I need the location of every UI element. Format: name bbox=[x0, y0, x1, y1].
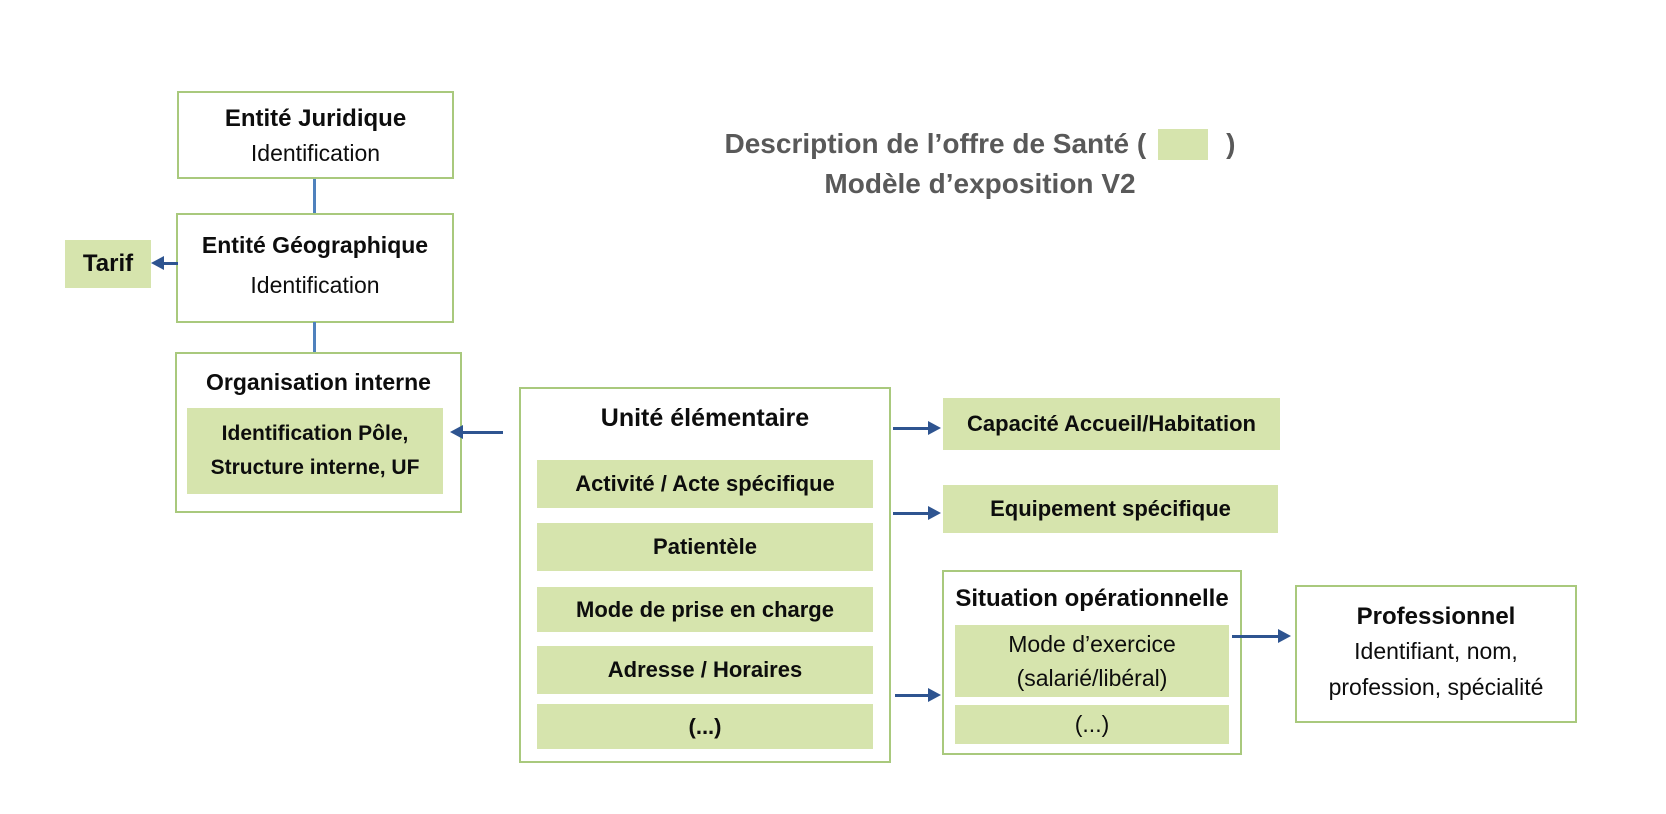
arrow-unite-to-equipement bbox=[893, 506, 941, 520]
box-equipement: Equipement spécifique bbox=[943, 485, 1278, 533]
box-professionnel: Professionnel Identifiant, nom, professi… bbox=[1295, 585, 1577, 723]
unite-item-patientele: Patientèle bbox=[537, 523, 873, 571]
box-professionnel-title: Professionnel bbox=[1356, 603, 1516, 630]
legend-green-swatch bbox=[1158, 128, 1209, 160]
arrow-unite-to-organisation bbox=[450, 425, 503, 439]
diagram-title-text-after: ) bbox=[1226, 128, 1236, 159]
box-entite-geographique-subtitle: Identification bbox=[250, 272, 380, 298]
unite-item-mode-prise-en-charge: Mode de prise en charge bbox=[537, 587, 873, 632]
box-tarif-label: Tarif bbox=[82, 250, 134, 277]
box-organisation-interne-item: Identification Pôle, Structure interne, … bbox=[187, 408, 443, 494]
arrow-unite-to-situation bbox=[895, 688, 941, 702]
box-unite-elementaire-title: Unité élémentaire bbox=[600, 404, 810, 432]
connector-juridique-geographique bbox=[313, 179, 316, 214]
unite-item-activite: Activité / Acte spécifique bbox=[537, 460, 873, 508]
box-entite-geographique: Entité Géographique Identification bbox=[176, 213, 454, 323]
unite-item-adresse-horaires: Adresse / Horaires bbox=[537, 646, 873, 694]
box-entite-juridique-subtitle: Identification bbox=[250, 140, 381, 166]
diagram-title-line2: Modèle d’exposition V2 bbox=[824, 168, 1136, 199]
connector-geographique-organisation bbox=[313, 322, 316, 353]
box-organisation-interne-title: Organisation interne bbox=[206, 369, 431, 395]
diagram-title-line1: Description de l’offre de Santé ( ) bbox=[640, 124, 1320, 164]
situation-item-etc: (...) bbox=[955, 705, 1229, 744]
box-entite-juridique: Entité Juridique Identification bbox=[177, 91, 454, 179]
box-organisation-interne: Organisation interne Identification Pôle… bbox=[175, 352, 462, 513]
situation-item-mode-exercice: Mode d’exercice (salarié/libéral) bbox=[955, 625, 1229, 697]
box-capacite: Capacité Accueil/Habitation bbox=[943, 398, 1280, 450]
arrow-unite-to-capacite bbox=[893, 421, 941, 435]
box-entite-geographique-title: Entité Géographique bbox=[201, 232, 429, 258]
box-tarif: Tarif bbox=[65, 240, 151, 288]
unite-item-etc: (...) bbox=[537, 704, 873, 749]
arrow-situation-to-professionnel bbox=[1232, 629, 1291, 643]
diagram-title: Description de l’offre de Santé ( ) Modè… bbox=[640, 124, 1320, 204]
box-entite-juridique-title: Entité Juridique bbox=[224, 105, 407, 132]
box-situation-title: Situation opérationnelle bbox=[955, 585, 1229, 612]
box-situation-operationnelle: Situation opérationnelle Mode d’exercice… bbox=[942, 570, 1242, 755]
box-professionnel-subtitle: Identifiant, nom, profession, spécialité bbox=[1328, 638, 1544, 700]
arrow-geographique-to-tarif bbox=[151, 256, 178, 270]
diagram-title-text-before: Description de l’offre de Santé ( bbox=[724, 128, 1147, 159]
box-unite-elementaire: Unité élémentaire Activité / Acte spécif… bbox=[519, 387, 891, 763]
